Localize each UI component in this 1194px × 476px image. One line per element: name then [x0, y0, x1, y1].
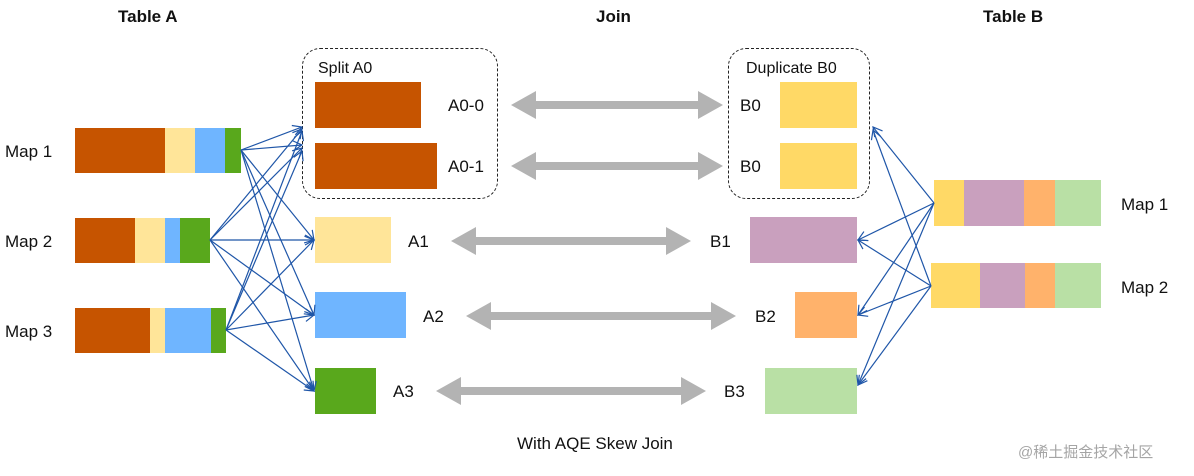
partition-b0-copy-1-label: B0	[740, 96, 761, 115]
partition-b1-label: B1	[710, 232, 731, 251]
partition-a2	[315, 292, 406, 338]
partition-b2	[795, 292, 857, 338]
segment-a2	[165, 218, 180, 263]
table-a-map-3-block	[75, 308, 226, 353]
segment-a2	[165, 308, 211, 353]
join-arrow-a1-b1	[451, 227, 691, 255]
partition-a0-0	[315, 82, 421, 128]
partition-b0-copy-2-label: B0	[740, 157, 761, 176]
table-a-shuffle-arrows	[209, 124, 317, 393]
partition-a0-1-label: A0-1	[448, 157, 484, 176]
split-a0-title: Split A0	[318, 60, 373, 77]
partition-a0-1	[315, 143, 437, 189]
segment-a0	[75, 218, 135, 263]
table-b-header: Table B	[983, 7, 1044, 26]
split-a0-group	[302, 48, 498, 199]
partition-b1	[750, 217, 857, 263]
segment-a1	[165, 128, 195, 173]
segment-b0	[934, 180, 964, 226]
partition-a2-label: A2	[423, 307, 444, 326]
table-b-shuffle-arrows	[856, 126, 935, 387]
segment-b1	[964, 180, 1024, 226]
table-b-map-2-label: Map 2	[1121, 278, 1169, 297]
segment-b2	[1024, 180, 1055, 226]
segment-a3	[225, 128, 241, 173]
segment-a1	[150, 308, 165, 353]
table-b-map-2-block	[931, 263, 1101, 308]
table-a-map-1-label: Map 1	[5, 142, 53, 161]
duplicate-b0-title: Duplicate B0	[746, 60, 837, 77]
segment-b0	[931, 263, 980, 308]
segment-b3	[1055, 180, 1101, 226]
join-arrow-a2-b2	[466, 302, 736, 330]
partition-a0-0-label: A0-0	[448, 96, 484, 115]
partition-b3	[765, 368, 857, 414]
segment-a0	[75, 128, 165, 173]
watermark: @稀土掘金技术社区	[1018, 444, 1154, 461]
join-arrow-a0-0-b0	[511, 91, 723, 119]
partition-a1	[315, 217, 391, 263]
partition-a3	[315, 368, 376, 414]
table-b-map-1-block	[934, 180, 1101, 226]
table-a-header: Table A	[118, 7, 178, 26]
partition-b3-label: B3	[724, 382, 745, 401]
partition-b0-copy-1	[780, 82, 857, 128]
table-a-map-2-label: Map 2	[5, 232, 53, 251]
table-a-map-2-block	[75, 218, 210, 263]
table-b-map-1-label: Map 1	[1121, 195, 1169, 214]
partition-a3-label: A3	[393, 382, 414, 401]
partition-a1-label: A1	[408, 232, 429, 251]
diagram-caption: With AQE Skew Join	[517, 434, 673, 453]
segment-b2	[1025, 263, 1055, 308]
duplicate-b0-group	[728, 48, 870, 199]
partition-b0-copy-2	[780, 143, 857, 189]
table-a-map-1-block	[75, 128, 241, 173]
partition-b2-label: B2	[755, 307, 776, 326]
table-a-map-3-label: Map 3	[5, 322, 53, 341]
segment-a3	[180, 218, 210, 263]
segment-a2	[195, 128, 225, 173]
join-arrow-a0-1-b0	[511, 152, 723, 180]
segment-b1	[980, 263, 1025, 308]
join-header: Join	[596, 7, 631, 26]
segment-a1	[135, 218, 165, 263]
segment-a3	[211, 308, 226, 353]
segment-b3	[1055, 263, 1101, 308]
join-arrow-a3-b3	[436, 377, 706, 405]
segment-a0	[75, 308, 150, 353]
